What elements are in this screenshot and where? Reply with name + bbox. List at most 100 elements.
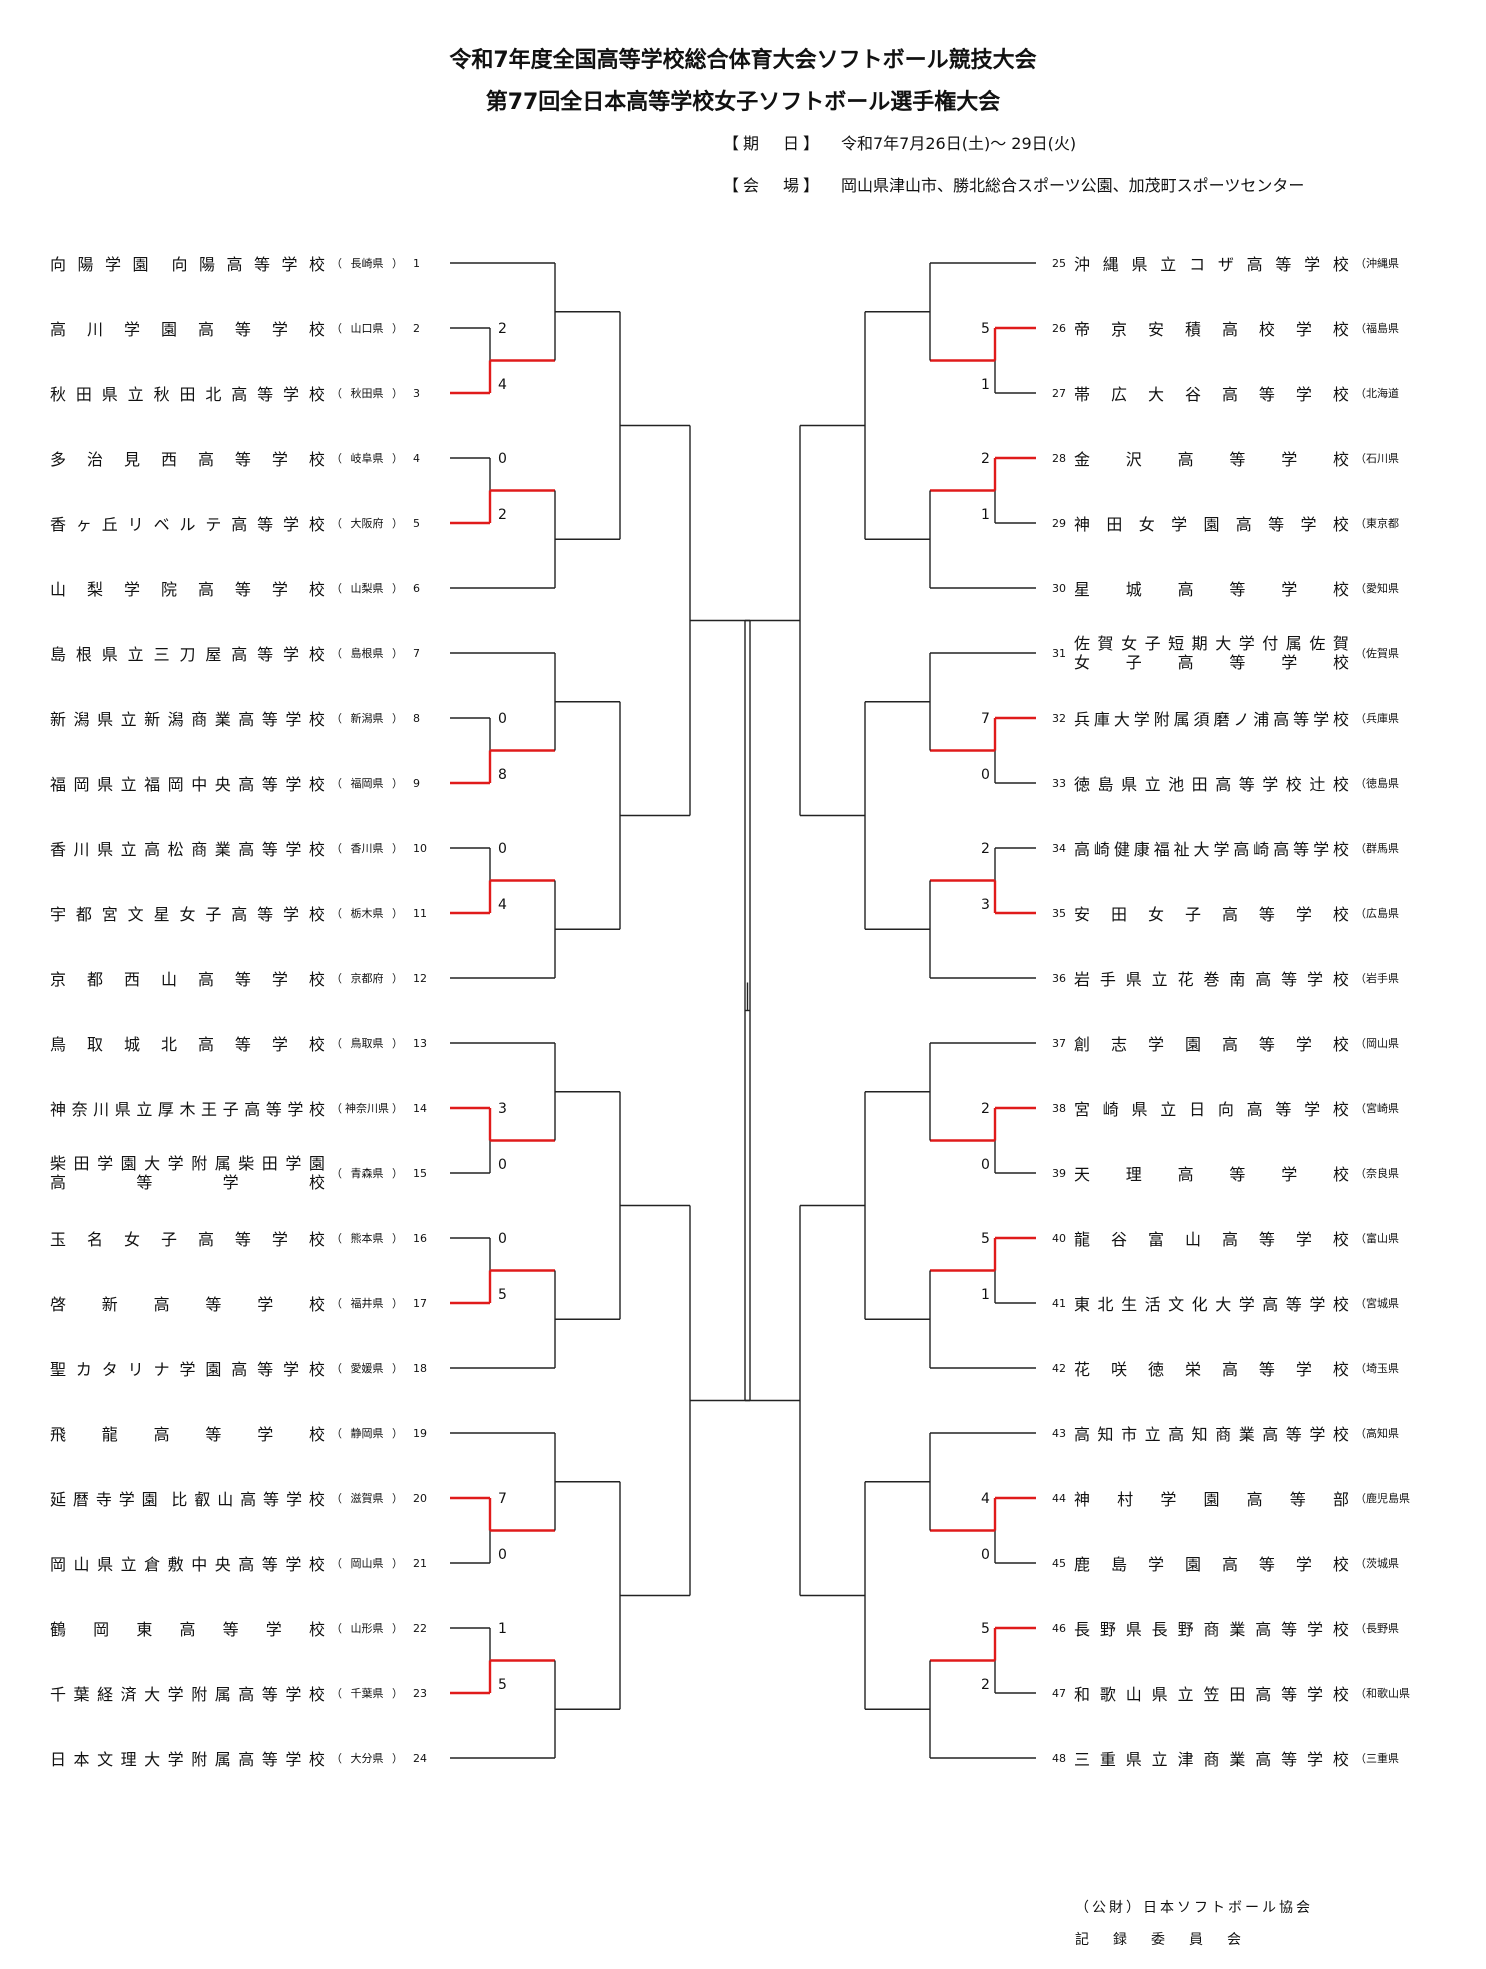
prefecture-name: 佐賀県: [1366, 647, 1399, 660]
team-name: 創志学園高等学校: [1074, 1031, 1349, 1055]
team-number: 11: [413, 906, 427, 920]
prefecture-name: 鳥取県: [350, 1037, 384, 1050]
prefecture: （新潟県）: [331, 712, 403, 725]
prefecture-name: 長崎県: [350, 257, 384, 270]
team-name: 神田女学園高等学校: [1074, 511, 1349, 535]
team-number: 46: [1052, 1621, 1066, 1635]
team-row: 山梨学院高等学校（山梨県）6: [50, 575, 420, 601]
team-number: 25: [1052, 256, 1066, 270]
team-name-line: 帝京安積高校学校: [1074, 320, 1349, 339]
team-name-line: 島根県立三刀屋高等学校: [50, 645, 325, 664]
team-name: 京都西山高等学校: [50, 966, 325, 990]
team-name-line: 山梨学院高等学校: [50, 580, 325, 599]
team-name-line: 神村学園高等部: [1074, 1490, 1349, 1509]
prefecture-name: 奈良県: [1366, 1167, 1399, 1180]
team-number: 8: [413, 711, 420, 725]
team-name-line: 龍谷富山高等学校: [1074, 1230, 1349, 1249]
prefecture-name: 長野県: [1366, 1622, 1399, 1635]
tournament-title: 令和7年度全国高等学校総合体育大会ソフトボール競技大会: [449, 48, 1037, 73]
team-name-line: 香川県立高松商業高等学校: [50, 840, 325, 859]
team-name-line: 女子高等学校: [1074, 653, 1349, 672]
team-name: 沖縄県立コザ高等学校: [1074, 251, 1349, 275]
score-top: 2: [981, 1101, 990, 1117]
team-name-line: 和歌山県立笠田高等学校: [1074, 1685, 1349, 1704]
team-name-line: 東北生活文化大学高等学校: [1074, 1295, 1349, 1314]
team-name: 東北生活文化大学高等学校: [1074, 1291, 1349, 1315]
score-bottom: 4: [498, 897, 507, 913]
team-row: 香ヶ丘リベルテ高等学校（大阪府）5: [50, 510, 420, 536]
team-name: 佐賀女子短期大学付属佐賀女子高等学校: [1074, 633, 1349, 673]
prefecture: （宮城県: [1355, 1297, 1399, 1310]
team-row: 島根県立三刀屋高等学校（島根県）7: [50, 640, 420, 666]
team-number: 17: [413, 1296, 427, 1310]
prefecture-name: 岡山県: [350, 1557, 384, 1570]
prefecture: （山口県）: [331, 322, 403, 335]
team-row: 飛龍高等学校（静岡県）19: [50, 1420, 427, 1446]
score-bottom: 1: [981, 507, 990, 523]
team-name-line: 新潟県立新潟商業高等学校: [50, 710, 325, 729]
team-name: 龍谷富山高等学校: [1074, 1226, 1349, 1250]
team-row: 高川学園高等学校（山口県）2: [50, 315, 420, 341]
team-row: 36 岩手県立花巻南高等学校 （岩手県: [1048, 965, 1399, 991]
prefecture: （岡山県）: [331, 1557, 403, 1570]
prefecture-name: 鹿児島県: [1366, 1492, 1410, 1505]
team-name: 日本文理大学附属高等学校: [50, 1746, 325, 1770]
team-name: 秋田県立秋田北高等学校: [50, 381, 325, 405]
score-top: 2: [981, 841, 990, 857]
prefecture-name: 群馬県: [1366, 842, 1399, 855]
team-name: 高知市立高知商業高等学校: [1074, 1421, 1349, 1445]
prefecture-name: 秋田県: [350, 387, 384, 400]
team-row: 神奈川県立厚木王子高等学校（神奈川県）14: [50, 1095, 427, 1121]
team-name-line: 帯広大谷高等学校: [1074, 385, 1349, 404]
team-name: 柴田学園大学附属柴田学園高等学校: [50, 1153, 325, 1193]
team-name: 徳島県立池田高等学校辻校: [1074, 771, 1349, 795]
prefecture-name: 高知県: [1366, 1427, 1399, 1440]
venue-row: 【会 場】岡山県津山市、勝北総合スポーツ公園、加茂町スポーツセンター: [723, 172, 1304, 196]
score-bottom: 0: [981, 1547, 990, 1563]
prefecture: （山形県）: [331, 1622, 403, 1635]
team-name-line: 香ヶ丘リベルテ高等学校: [50, 515, 325, 534]
score-bottom: 3: [981, 897, 990, 913]
team-name: 高川学園高等学校: [50, 316, 325, 340]
prefecture: （栃木県）: [331, 907, 403, 920]
prefecture: （宮崎県: [1355, 1102, 1399, 1115]
score-top: 0: [498, 1231, 507, 1247]
team-number: 37: [1052, 1036, 1066, 1050]
team-number: 30: [1052, 581, 1066, 595]
team-number: 1: [413, 256, 420, 270]
team-row: 鶴岡東高等学校（山形県）22: [50, 1615, 427, 1641]
prefecture: （東京都: [1355, 517, 1399, 530]
prefecture: （鹿児島県: [1355, 1492, 1410, 1505]
team-name-line: 沖縄県立コザ高等学校: [1074, 255, 1349, 274]
team-number: 48: [1052, 1751, 1066, 1765]
team-name: 山梨学院高等学校: [50, 576, 325, 600]
venue-value: 岡山県津山市、勝北総合スポーツ公園、加茂町スポーツセンター: [841, 176, 1305, 195]
score-top: 0: [498, 841, 507, 857]
team-row: 向陽学園 向陽高等学校（長崎県）1: [50, 250, 420, 276]
team-name-line: 福岡県立福岡中央高等学校: [50, 775, 325, 794]
footer-association: （公財）日本ソフトボール協会: [1075, 1900, 1313, 1916]
score-bottom: 0: [498, 1547, 507, 1563]
date-label: 【期 日】: [723, 134, 824, 153]
prefecture-name: 島根県: [350, 647, 384, 660]
team-name: 鳥取城北高等学校: [50, 1031, 325, 1055]
prefecture-name: 北海道: [1366, 387, 1399, 400]
prefecture: （兵庫県: [1355, 712, 1399, 725]
score-bottom: 5: [498, 1677, 507, 1693]
team-number: 23: [413, 1686, 427, 1700]
prefecture-name: 埼玉県: [1366, 1362, 1399, 1375]
score-bottom: 2: [498, 507, 507, 523]
team-number: 44: [1052, 1491, 1066, 1505]
prefecture: （岩手県: [1355, 972, 1399, 985]
team-number: 36: [1052, 971, 1066, 985]
team-name: 岩手県立花巻南高等学校: [1074, 966, 1349, 990]
team-name-line: 聖カタリナ学園高等学校: [50, 1360, 325, 1379]
team-name-line: 天理高等学校: [1074, 1165, 1349, 1184]
